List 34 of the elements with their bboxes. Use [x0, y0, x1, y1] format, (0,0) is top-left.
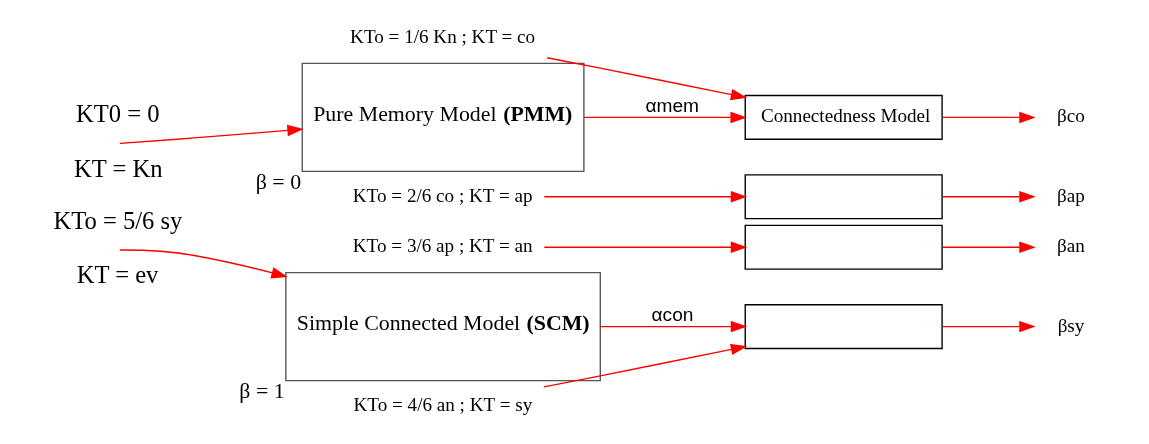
label: KT0 = 0: [75, 100, 160, 128]
node-box: Pure Memory Model (PMM): [301, 62, 585, 173]
arrow: [543, 241, 747, 254]
arrow: [941, 241, 1036, 254]
label: KTo = 5/6 sy: [52, 206, 182, 234]
arrow: [582, 111, 747, 124]
arrow: [545, 57, 747, 101]
label: KT = ev: [76, 261, 158, 289]
node-text: KTo = 3/6 ap ; KT = an: [352, 235, 533, 257]
edge-label: αmem: [644, 95, 699, 117]
arrow: [941, 320, 1036, 333]
node-text: βan: [1056, 235, 1085, 257]
node-text: KTo = 4/6 an ; KT = sy: [353, 393, 532, 415]
arrow: [118, 249, 288, 279]
arrow: [543, 190, 747, 203]
node-text: KTo = 1/6 Kn ; KT = co: [349, 26, 535, 48]
arrow: [941, 190, 1036, 203]
label: KT = Kn: [73, 154, 162, 182]
edge-label: αcon: [651, 304, 693, 326]
node-box: [744, 304, 943, 350]
node-text: KTo = 2/6 co ; KT = ap: [352, 184, 533, 206]
node-text: βco: [1056, 105, 1085, 127]
node-box: [744, 224, 943, 270]
arrow: [599, 320, 747, 333]
node-box: Simple Connected Model (SCM): [284, 271, 601, 382]
arrow: [941, 111, 1036, 124]
node-text: βsy: [1057, 314, 1084, 336]
arrow: [542, 343, 747, 388]
node-label: β = 1: [238, 379, 285, 404]
arrow: [118, 124, 304, 145]
node-box: Connectedness Model: [744, 94, 943, 140]
node-label: β = 0: [255, 169, 301, 194]
node-text: βap: [1056, 184, 1085, 206]
node-box: [744, 174, 943, 220]
